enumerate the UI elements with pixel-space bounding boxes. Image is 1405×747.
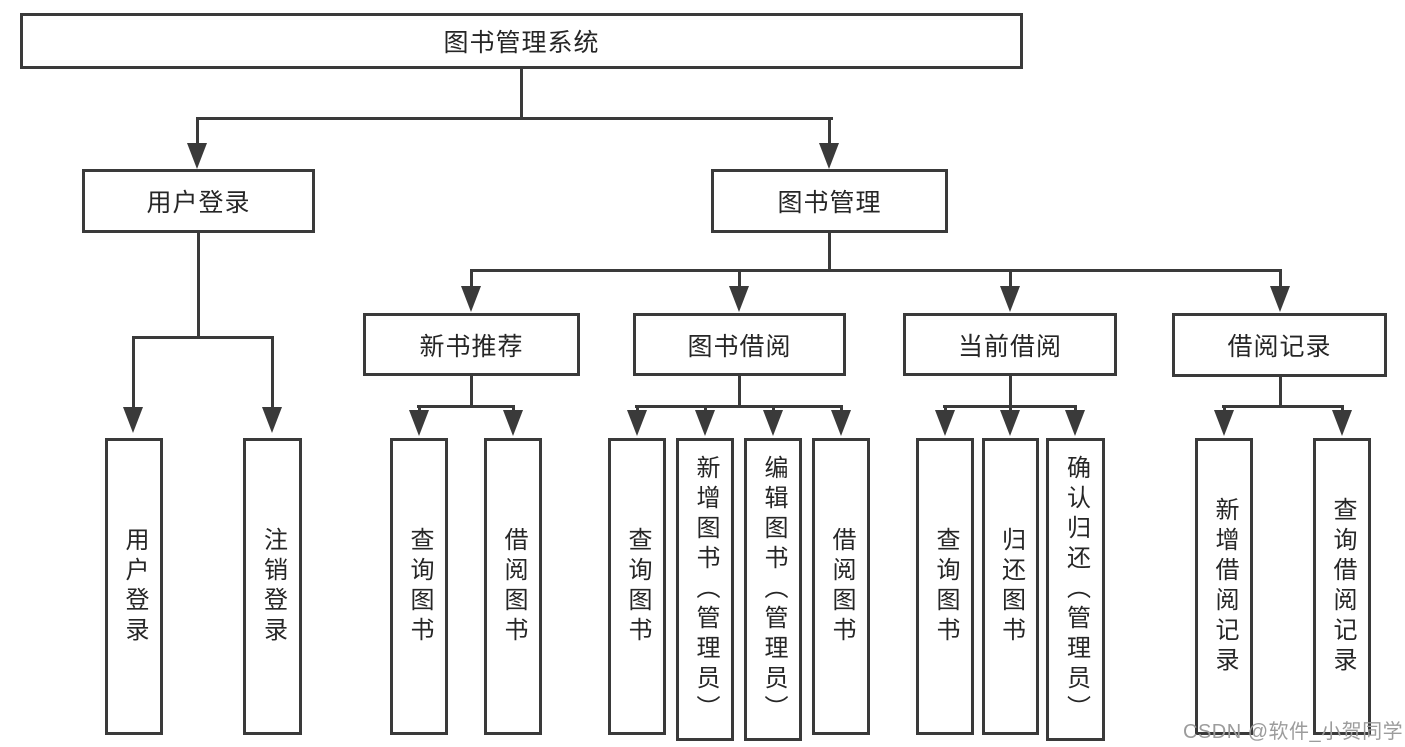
arrow-down-icon (1270, 286, 1290, 312)
node-label: 查询图书 (624, 526, 651, 647)
node-user-login: 用户登录 (82, 169, 315, 233)
connector-line (738, 269, 741, 289)
connector-line (828, 117, 831, 147)
arrow-down-icon (935, 410, 955, 436)
arrow-down-icon (461, 286, 481, 312)
arrow-down-icon (831, 410, 851, 436)
connector-line (1279, 269, 1282, 289)
connector-line (1009, 375, 1012, 408)
arrow-down-icon (627, 410, 647, 436)
connector-line (1222, 405, 1344, 408)
connector-line (828, 232, 831, 272)
arrow-down-icon (695, 410, 715, 436)
connector-line (738, 375, 741, 408)
node-label: 借阅记录 (1227, 333, 1332, 361)
arrow-down-icon (1000, 410, 1020, 436)
node-return-books: 归还图书 (982, 438, 1039, 735)
arrow-down-icon (763, 410, 783, 436)
connector-line (1009, 269, 1012, 289)
connector-line (470, 269, 473, 289)
node-book-borrowing: 图书借阅 (633, 313, 846, 376)
arrow-down-icon (1214, 410, 1234, 436)
arrow-down-icon (1065, 410, 1085, 436)
node-label: 新书推荐 (419, 332, 524, 361)
connector-line (470, 375, 473, 408)
arrow-down-icon (503, 410, 523, 436)
arrow-down-icon (1332, 410, 1352, 436)
node-library-management-system: 图书管理系统 (20, 13, 1023, 69)
arrow-down-icon (123, 407, 143, 433)
connector-line (132, 336, 135, 409)
connector-line (470, 269, 1281, 272)
node-borrow-books-action: 借阅图书 (812, 438, 870, 735)
connector-line (132, 336, 274, 339)
node-edit-book-admin: 编辑图书（管理员） (744, 438, 802, 741)
node-label: 新增借阅记录 (1211, 496, 1238, 677)
node-label: 借阅图书 (500, 526, 527, 647)
arrow-down-icon (1000, 286, 1020, 312)
connector-line (417, 405, 515, 408)
node-book-management: 图书管理 (711, 169, 948, 233)
node-label: 确认归还（管理员） (1062, 454, 1090, 725)
node-label: 当前借阅 (957, 332, 1062, 361)
arrow-down-icon (409, 410, 429, 436)
arrow-down-icon (729, 286, 749, 312)
connector-line (196, 117, 833, 120)
node-add-borrow-record: 新增借阅记录 (1195, 438, 1253, 735)
node-label: 图书借阅 (687, 332, 792, 361)
node-add-book-admin: 新增图书（管理员） (676, 438, 734, 741)
connector-line (271, 336, 274, 409)
node-confirm-return-admin: 确认归还（管理员） (1046, 438, 1105, 741)
arrow-down-icon (262, 407, 282, 433)
node-label: 归还图书 (997, 526, 1025, 647)
connector-line (1279, 375, 1282, 408)
node-label: 用户登录 (121, 526, 148, 647)
node-logout-action: 注销登录 (243, 438, 302, 735)
node-label: 新增图书（管理员） (692, 454, 719, 725)
node-label: 查询图书 (406, 526, 433, 647)
connector-line (635, 405, 843, 408)
node-label: 图书管理 (777, 189, 882, 217)
connector-line (520, 68, 523, 119)
node-label: 查询图书 (932, 526, 959, 647)
arrow-down-icon (187, 143, 207, 169)
node-query-borrow-record: 查询借阅记录 (1313, 438, 1371, 735)
node-label: 编辑图书（管理员） (760, 454, 787, 725)
node-label: 用户登录 (146, 189, 251, 217)
node-borrowing-records: 借阅记录 (1172, 313, 1387, 377)
node-label: 查询借阅记录 (1329, 496, 1356, 677)
node-new-book-recommend: 新书推荐 (363, 313, 580, 376)
node-label: 借阅图书 (828, 526, 855, 647)
node-query-books-current: 查询图书 (916, 438, 974, 735)
node-borrow-books-recommend: 借阅图书 (484, 438, 542, 735)
connector-line (196, 117, 199, 147)
node-query-books-borrowing: 查询图书 (608, 438, 666, 735)
node-user-login-action: 用户登录 (105, 438, 163, 735)
arrow-down-icon (819, 143, 839, 169)
connector-line (197, 232, 200, 339)
node-current-borrowing: 当前借阅 (903, 313, 1117, 376)
watermark: CSDN @软件_小贺同学 (1183, 721, 1404, 743)
node-label: 注销登录 (259, 526, 287, 647)
node-query-books-recommend: 查询图书 (390, 438, 448, 735)
node-label: 图书管理系统 (443, 29, 600, 57)
